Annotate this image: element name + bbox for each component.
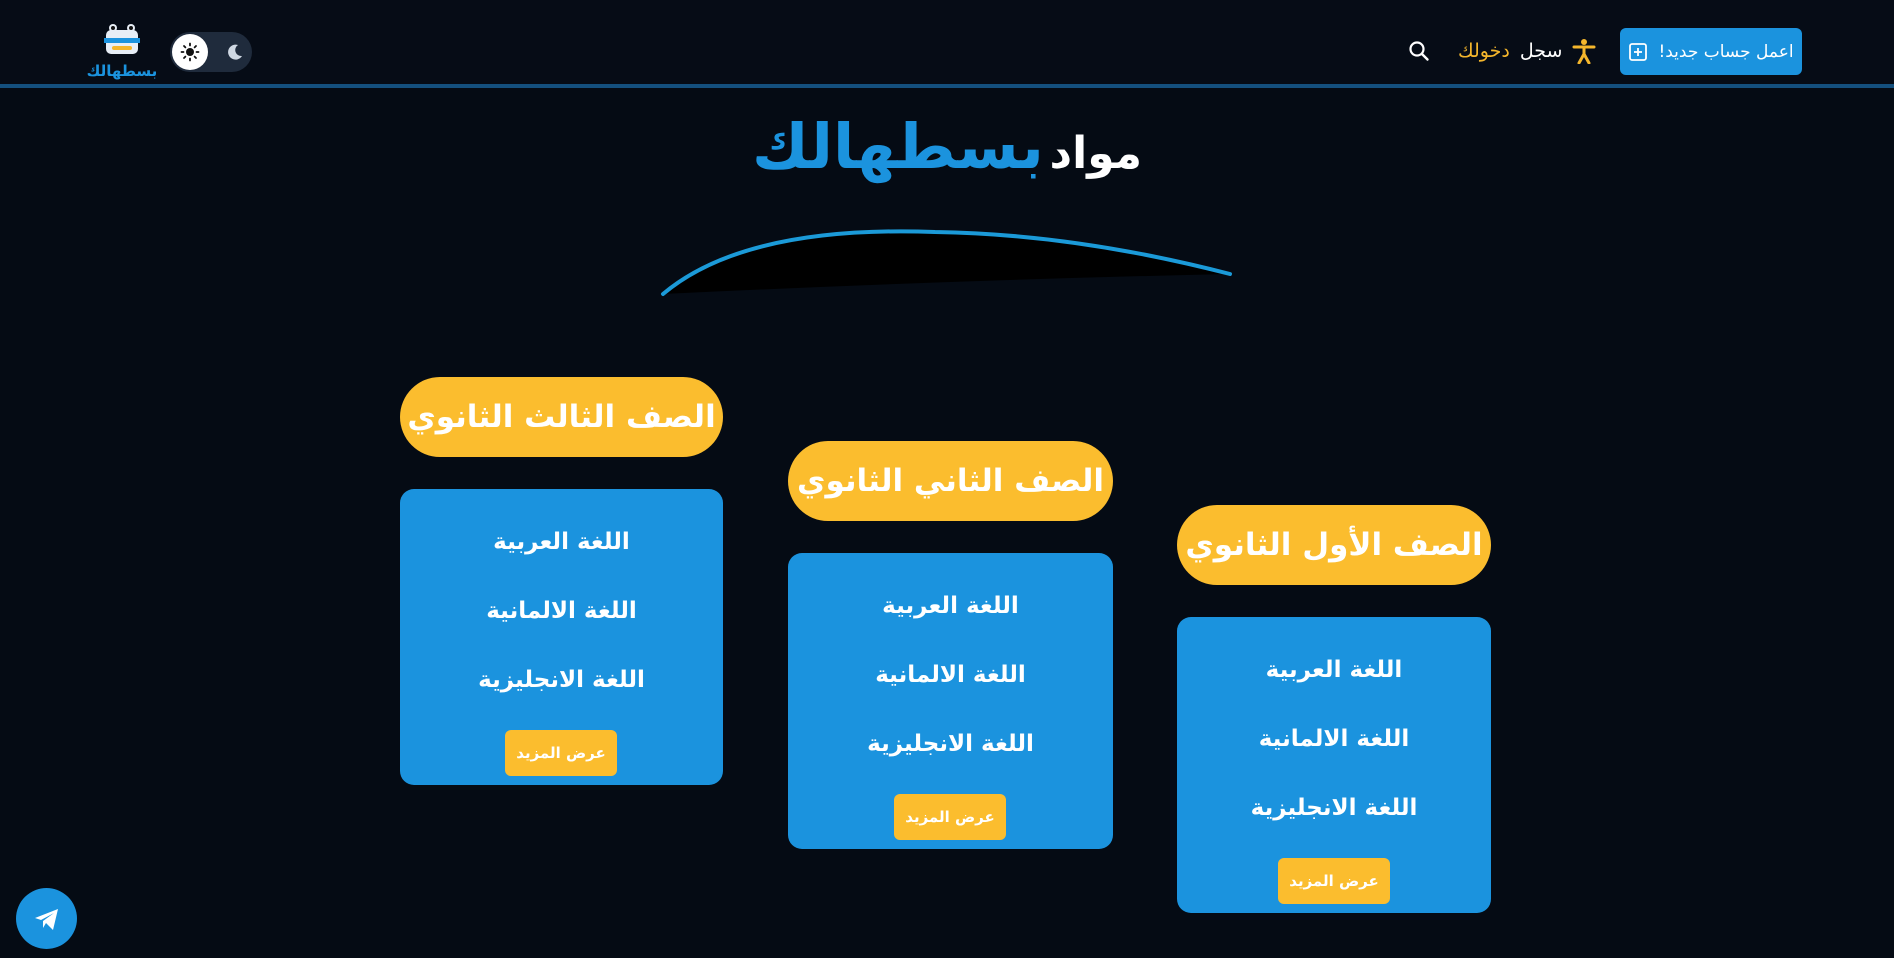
site-logo[interactable]: بسطهالك	[86, 22, 158, 80]
subject-german[interactable]: اللغة الالمانية	[1258, 726, 1410, 752]
decorative-arc	[661, 229, 1232, 296]
subject-german[interactable]: اللغة الالمانية	[486, 598, 637, 624]
show-more-button[interactable]: عرض المزيد	[1278, 858, 1390, 904]
grade-title[interactable]: الصف الثالث الثانوي	[400, 377, 723, 457]
accessibility-icon	[1572, 39, 1596, 64]
login-accent: دخولك	[1458, 40, 1510, 62]
subject-german[interactable]: اللغة الالمانية	[875, 662, 1026, 688]
subject-arabic[interactable]: اللغة العربية	[1265, 657, 1403, 683]
login-link[interactable]: سجل دخولك	[1458, 36, 1596, 66]
subjects-card: اللغة العربية اللغة الالمانية اللغة الان…	[400, 489, 723, 785]
register-label: اعمل جساب جديد!	[1658, 41, 1794, 62]
navbar: اعمل جساب جديد! سجل دخولك	[0, 0, 1894, 88]
sun-icon	[180, 42, 200, 62]
register-button[interactable]: اعمل جساب جديد!	[1620, 28, 1802, 75]
logo-mascot-icon	[104, 24, 140, 54]
subject-english[interactable]: اللغة الانجليزية	[478, 667, 645, 693]
login-verb: سجل	[1519, 40, 1563, 62]
telegram-button[interactable]	[16, 888, 77, 949]
search-icon	[1409, 41, 1429, 61]
subject-arabic[interactable]: اللغة العربية	[882, 593, 1019, 619]
toggle-knob	[172, 34, 208, 70]
subjects-card: اللغة العربية اللغة الالمانية اللغة الان…	[788, 553, 1113, 849]
title-main: مواد	[1049, 128, 1143, 179]
subject-english[interactable]: اللغة الانجليزية	[867, 731, 1034, 757]
grade-title[interactable]: الصف الثاني الثانوي	[788, 441, 1113, 521]
plus-square-icon	[1629, 42, 1648, 61]
show-more-button[interactable]: عرض المزيد	[505, 730, 617, 776]
theme-toggle[interactable]	[170, 32, 252, 72]
grade-title[interactable]: الصف الأول الثانوي	[1177, 505, 1491, 585]
moon-icon	[228, 44, 242, 60]
title-accent: بسطهالك	[751, 110, 1044, 183]
search-button[interactable]	[1408, 40, 1430, 62]
telegram-icon	[34, 908, 58, 930]
subject-english[interactable]: اللغة الانجليزية	[1250, 795, 1418, 821]
subject-arabic[interactable]: اللغة العربية	[493, 529, 630, 555]
logo-text: بسطهالك	[86, 62, 158, 80]
page-title: مواد بسطهالك	[697, 110, 1197, 183]
show-more-button[interactable]: عرض المزيد	[894, 794, 1006, 840]
subjects-card: اللغة العربية اللغة الالمانية اللغة الان…	[1177, 617, 1491, 913]
